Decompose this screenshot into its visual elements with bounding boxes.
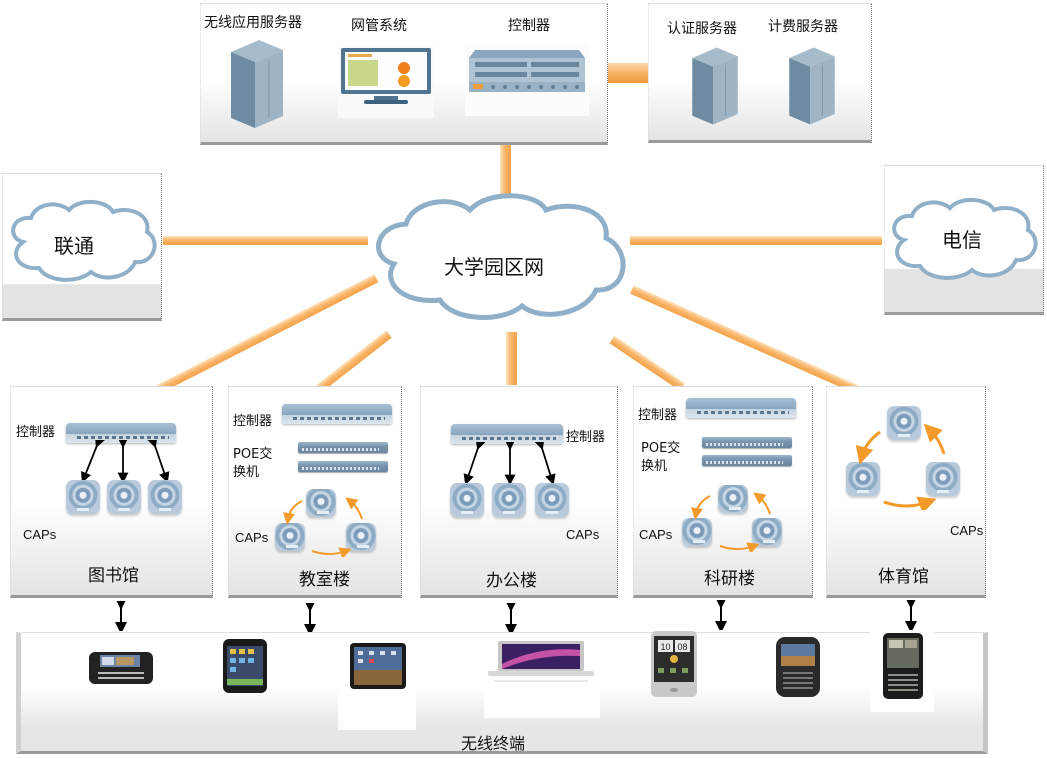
research-title: 科研楼 <box>704 569 755 589</box>
classroom-ap-left <box>275 523 305 551</box>
qwerty-android-icon <box>883 633 923 699</box>
library-controller-icon <box>66 423 176 443</box>
office-ap-links <box>463 442 556 484</box>
office-ap-1 <box>450 483 484 517</box>
library-ap-links <box>80 440 170 482</box>
classroom-title: 教室楼 <box>299 570 350 590</box>
classroom-ap-ring-arrows <box>283 497 363 557</box>
gym-ap-ring-arrows <box>855 423 946 510</box>
link-core-to-office <box>506 332 517 385</box>
classroom-controller-icon <box>282 404 392 424</box>
research-terminal-link <box>715 600 727 630</box>
library-title: 图书馆 <box>88 566 139 586</box>
classroom-caps-label: CAPs <box>235 530 269 545</box>
office-ap-3 <box>535 483 569 517</box>
office-title: 办公楼 <box>486 571 537 591</box>
controller-label: 控制器 <box>508 18 550 34</box>
library-caps-label: CAPs <box>23 527 57 542</box>
controller-chassis-icon <box>465 44 589 116</box>
blackberry-icon <box>776 637 820 697</box>
office-caps-label: CAPs <box>566 527 600 542</box>
wireless-app-server-label: 无线应用服务器 <box>204 15 302 31</box>
gym-caps-label: CAPs <box>950 523 984 538</box>
link-core-to-telecom <box>630 236 882 245</box>
research-controller-label: 控制器 <box>638 408 678 423</box>
classroom-poe-switch-label: POE交换机 <box>233 447 273 480</box>
library-ap-1 <box>66 480 100 514</box>
auth-server-icon <box>692 47 738 125</box>
unicom-label: 联通 <box>54 234 94 258</box>
research-poe-switch-1 <box>702 437 792 448</box>
library-ap-2 <box>107 480 141 514</box>
research-controller-icon <box>686 398 796 418</box>
unicom-cloud-icon <box>11 200 157 282</box>
gym-terminal-link <box>905 600 917 630</box>
classroom-controller-label: 控制器 <box>233 414 273 429</box>
htc-phone-icon: 10 08 <box>651 631 697 697</box>
telecom-cloud-icon <box>892 198 1038 280</box>
office-ap-2 <box>492 483 526 517</box>
office-controller-icon <box>451 424 563 444</box>
classroom-terminal-link <box>304 603 316 633</box>
library-controller-label: 控制器 <box>16 425 56 440</box>
link-core-to-datacenter <box>500 145 511 195</box>
slider-phone-icon <box>89 652 153 684</box>
gym-ap-right <box>926 462 960 496</box>
link-core-to-research <box>609 335 685 391</box>
office-terminal-link <box>505 603 517 633</box>
campus-core-cloud-icon <box>376 193 626 320</box>
gym-ap-left <box>846 462 880 496</box>
classroom-poe-switch-1 <box>298 442 388 453</box>
office-controller-label: 控制器 <box>566 430 606 445</box>
link-core-to-library <box>155 274 379 394</box>
auth-server-label: 认证服务器 <box>667 21 737 37</box>
research-ap-top <box>718 485 748 513</box>
svg-text:08: 08 <box>677 642 687 652</box>
nms-label: 网管系统 <box>351 18 407 34</box>
research-ap-ring-arrows <box>691 492 771 552</box>
macbook-icon <box>488 641 594 682</box>
monitor-icon <box>338 46 434 118</box>
link-core-to-classroom <box>315 330 392 394</box>
classroom-ap-top <box>306 489 336 517</box>
billing-server-icon <box>789 47 835 125</box>
wireless-terminals-label: 无线终端 <box>461 734 526 753</box>
research-ap-right <box>752 518 782 546</box>
ipad-icon <box>350 643 406 689</box>
link-core-to-unicom <box>163 236 368 245</box>
gym-title: 体育馆 <box>878 567 929 587</box>
gym-ap-top <box>887 406 921 440</box>
classroom-ap-right <box>346 523 376 551</box>
research-poe-switch-label: POE交换机 <box>641 441 681 474</box>
telecom-label: 电信 <box>942 228 982 252</box>
campus-core-label: 大学园区网 <box>444 255 544 279</box>
library-terminal-link <box>115 601 127 631</box>
iphone-icon <box>223 639 267 693</box>
classroom-poe-switch-2 <box>298 461 388 472</box>
library-ap-3 <box>148 480 182 514</box>
research-caps-label: CAPs <box>639 527 673 542</box>
svg-text:10: 10 <box>660 642 670 652</box>
billing-server-label: 计费服务器 <box>768 19 838 35</box>
research-poe-switch-2 <box>702 455 792 466</box>
server-tower-icon <box>231 40 283 128</box>
research-ap-left <box>682 518 712 546</box>
